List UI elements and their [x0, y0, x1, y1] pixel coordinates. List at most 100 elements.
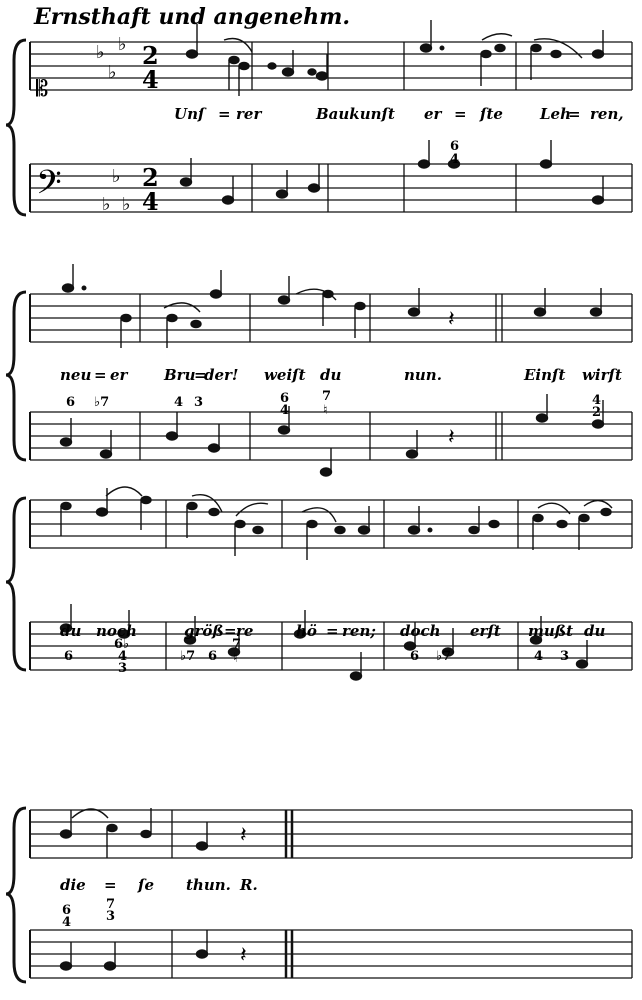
quarter-rest: 𝄽: [240, 943, 247, 968]
svg-text:Baukunſt: Baukunſt: [315, 105, 395, 123]
svg-text:♮: ♮: [323, 403, 328, 418]
svg-text:Bru: Bru: [163, 366, 196, 384]
svg-text:7: 7: [232, 637, 241, 652]
quarter-rest: 𝄽: [448, 307, 455, 332]
svg-text:größ: größ: [184, 622, 224, 640]
system-2: 𝄽 𝄽 neu = er Bru = der! weiſt du nun. Ei…: [5, 264, 633, 477]
svg-text:♭7: ♭7: [436, 649, 451, 664]
grand-staff-brace: [5, 290, 27, 462]
bass-staff: [29, 929, 633, 979]
grand-staff-brace: [5, 806, 27, 984]
figured-bass: 6 4 7 3: [62, 897, 115, 930]
svg-text:=: =: [218, 105, 231, 123]
svg-text:mußt: mußt: [528, 622, 573, 640]
svg-text:Einſt: Einſt: [523, 366, 565, 384]
svg-text:6♭: 6♭: [114, 637, 129, 652]
svg-text:ſte: ſte: [479, 105, 503, 123]
key-signature-flat: ♭: [112, 166, 121, 187]
svg-text:6: 6: [410, 649, 419, 664]
svg-text:4: 4: [280, 403, 289, 418]
bass-notes: [59, 604, 589, 681]
svg-text:weiſt: weiſt: [264, 366, 306, 384]
svg-text:3: 3: [194, 395, 203, 410]
svg-text:4: 4: [534, 649, 543, 664]
svg-text:thun.: thun.: [186, 876, 231, 894]
svg-text:rer: rer: [236, 105, 262, 123]
svg-text:=: =: [568, 105, 581, 123]
key-signature-flat: ♭: [118, 34, 127, 55]
key-signature-flat: ♭: [96, 42, 105, 63]
quarter-rest: 𝄽: [240, 823, 247, 848]
svg-text:4: 4: [592, 393, 601, 408]
tempo-marking: Ernsthaft und angenehm.: [33, 4, 350, 30]
svg-text:re: re: [236, 622, 253, 640]
time-signature-top: 2: [142, 41, 159, 70]
treble-notes: [59, 808, 209, 858]
svg-text:hö: hö: [296, 622, 317, 640]
bass-notes: [179, 140, 605, 205]
svg-text:6: 6: [208, 649, 217, 664]
treble-notes: [60, 486, 613, 560]
svg-text:die: die: [60, 876, 86, 894]
svg-text:R.: R.: [239, 876, 258, 894]
svg-text:du: du: [584, 622, 605, 640]
svg-text:ren;: ren;: [342, 622, 376, 640]
svg-text:du: du: [320, 366, 341, 384]
figured-bass: 6 6♭ 4 3 ♭7 6 7 ♮ 6 ♭7 4 3: [64, 637, 569, 676]
grand-staff-brace: [5, 496, 27, 672]
bass-staff: [29, 621, 633, 671]
lyrics-row: die = ſe thun. R.: [60, 876, 258, 894]
svg-text:3: 3: [118, 661, 127, 676]
figured-bass: 6 ♭7 4 3 6 4 7 ♮ 4 2: [66, 389, 601, 420]
bass-notes: [59, 394, 605, 477]
svg-text:neu: neu: [60, 366, 91, 384]
svg-text:wirſt: wirſt: [582, 366, 622, 384]
svg-text:ſe: ſe: [137, 876, 154, 894]
system-1: 𝄡 𝄢 ♭ ♭ ♭ ♭ ♭ ♭ 2 4 2 4: [5, 20, 633, 217]
svg-text:der!: der!: [204, 366, 239, 384]
svg-text:♭7: ♭7: [94, 395, 109, 410]
svg-text:=: =: [224, 622, 237, 640]
svg-text:♮: ♮: [233, 651, 238, 666]
svg-text:3: 3: [106, 909, 115, 924]
figured-bass-6: 6: [450, 139, 459, 154]
treble-staff: [29, 499, 633, 549]
svg-text:=: =: [454, 105, 467, 123]
key-signature-flat: ♭: [102, 194, 111, 215]
svg-text:du: du: [60, 622, 81, 640]
grand-staff-brace: [5, 38, 27, 217]
lyrics-row: du noch größ = re hö = ren; doch erſt mu…: [60, 622, 605, 640]
bass-clef: 𝄢: [36, 164, 62, 210]
bass-notes: [59, 930, 209, 971]
svg-text:Unſ: Unſ: [174, 105, 207, 123]
svg-text:♭7: ♭7: [180, 649, 195, 664]
svg-text:6: 6: [62, 903, 71, 918]
svg-text:4: 4: [174, 395, 183, 410]
key-signature-flat: ♭: [108, 62, 117, 83]
lyrics-row: Unſ = rer Baukunſt er = ſte Leh = ren,: [174, 105, 624, 123]
svg-text:er: er: [110, 366, 129, 384]
svg-text:er: er: [424, 105, 443, 123]
svg-text:=: =: [104, 876, 117, 894]
svg-text:ren,: ren,: [590, 105, 624, 123]
svg-text:4: 4: [62, 915, 71, 930]
bass-staff: [29, 163, 633, 213]
soprano-clef: 𝄡: [36, 77, 48, 102]
svg-text:=: =: [194, 366, 207, 384]
svg-text:Leh: Leh: [539, 105, 571, 123]
time-signature-bottom: 4: [142, 187, 159, 216]
svg-text:4: 4: [118, 649, 127, 664]
svg-text:nun.: nun.: [404, 366, 442, 384]
figured-bass-4: 4: [450, 152, 459, 167]
time-signature-bottom: 4: [142, 65, 159, 94]
system-4: 𝄽 𝄽 die = ſe thun. R. 6 4 7 3: [5, 806, 633, 984]
system-3: du noch größ = re hö = ren; doch erſt mu…: [5, 486, 633, 681]
svg-text:3: 3: [560, 649, 569, 664]
svg-text:7: 7: [106, 897, 115, 912]
treble-notes: [61, 264, 603, 348]
lyrics-row: neu = er Bru = der! weiſt du nun. Einſt …: [60, 366, 622, 384]
svg-text:2: 2: [592, 405, 601, 420]
treble-staff: [29, 809, 633, 859]
svg-text:6: 6: [280, 391, 289, 406]
